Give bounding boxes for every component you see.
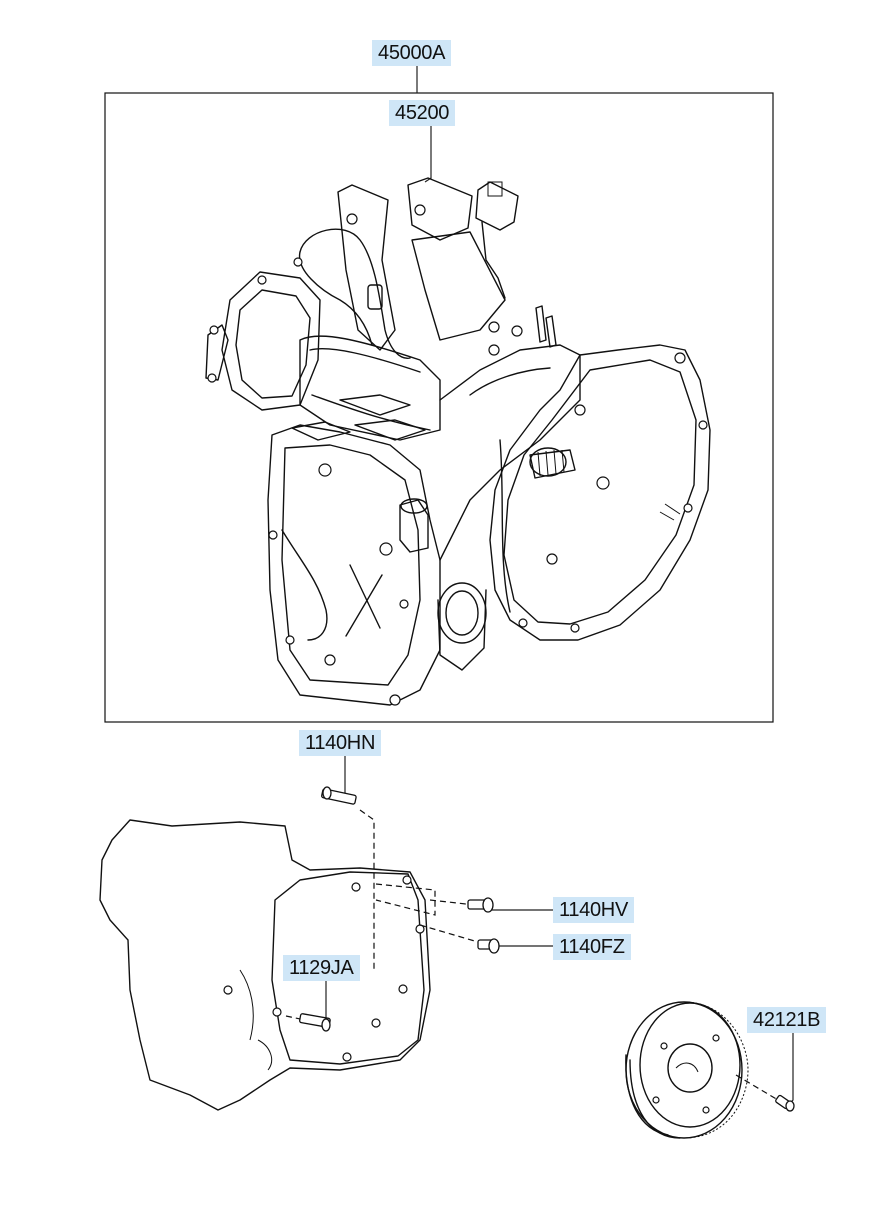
leader-lines	[325, 66, 794, 1107]
part-label-1129ja[interactable]: 1129JA	[283, 955, 360, 981]
bolt-1140hn-icon	[321, 786, 357, 805]
part-label-45200[interactable]: 45200	[389, 100, 456, 126]
bolt-1140fz-icon	[477, 938, 500, 954]
transaxle-drawing	[205, 177, 711, 706]
installation-lines	[285, 809, 779, 1101]
assembly-frame	[104, 92, 774, 723]
bolt-1140hv-icon	[467, 897, 494, 913]
part-label-1140fz[interactable]: 1140FZ	[553, 934, 631, 960]
part-label-1140hv[interactable]: 1140HV	[553, 897, 634, 923]
part-label-42121b[interactable]: 42121B	[747, 1007, 827, 1033]
bolt-1129ja-icon	[299, 1013, 331, 1032]
part-label-1140hn[interactable]: 1140HN	[299, 730, 382, 756]
flywheel-icon	[625, 1001, 795, 1139]
engine-outline	[99, 819, 431, 1111]
part-label-45000a[interactable]: 45000A	[372, 40, 452, 66]
